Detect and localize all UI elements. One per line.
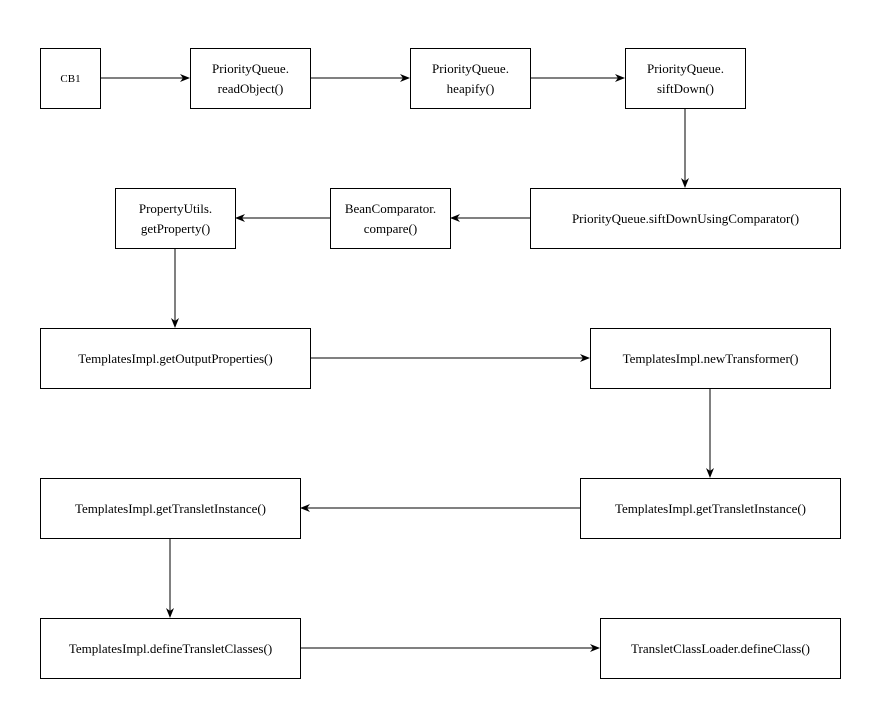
node-beancomparator-compare: BeanComparator. compare() <box>330 188 451 249</box>
node-cb1: CB1 <box>40 48 101 109</box>
node-templatesimpl-newtransformer: TemplatesImpl.newTransformer() <box>590 328 831 389</box>
node-priorityqueue-siftdown: PriorityQueue. siftDown() <box>625 48 746 109</box>
node-priorityqueue-readobject: PriorityQueue. readObject() <box>190 48 311 109</box>
node-priorityqueue-siftdownusingcomparator: PriorityQueue.siftDownUsingComparator() <box>530 188 841 249</box>
node-priorityqueue-heapify: PriorityQueue. heapify() <box>410 48 531 109</box>
node-templatesimpl-getoutputproperties: TemplatesImpl.getOutputProperties() <box>40 328 311 389</box>
node-propertyutils-getproperty: PropertyUtils. getProperty() <box>115 188 236 249</box>
node-templatesimpl-gettransletinstance-right: TemplatesImpl.getTransletInstance() <box>580 478 841 539</box>
node-templatesimpl-definetransletclasses: TemplatesImpl.defineTransletClasses() <box>40 618 301 679</box>
node-transletclassloader-defineclass: TransletClassLoader.defineClass() <box>600 618 841 679</box>
node-templatesimpl-gettransletinstance-left: TemplatesImpl.getTransletInstance() <box>40 478 301 539</box>
